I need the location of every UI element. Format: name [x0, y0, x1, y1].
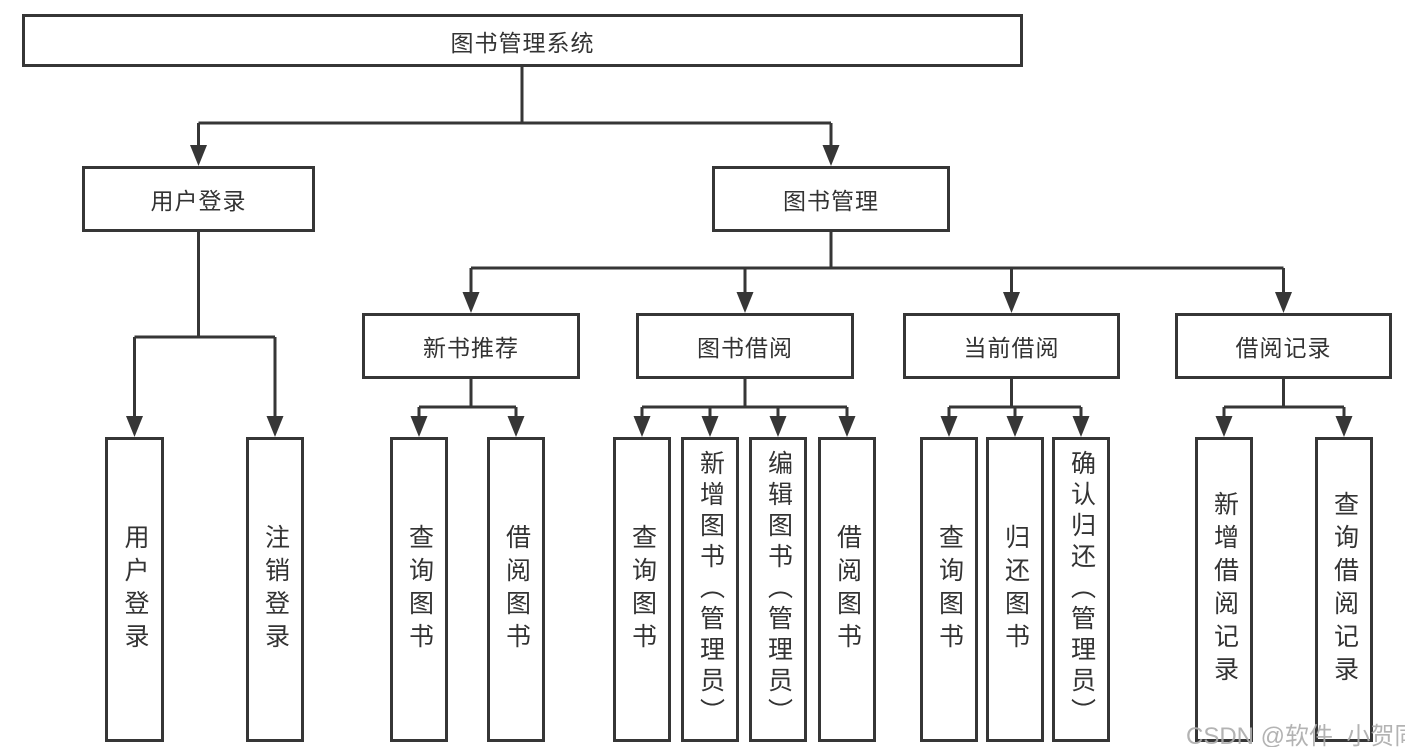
node-leaf-nbr-query-books: 查询图书 [390, 437, 448, 742]
arrowhead [1072, 416, 1090, 437]
arrowhead [507, 416, 525, 437]
node-user-login: 用户登录 [82, 166, 315, 232]
node-current-borrowing: 当前借阅 [903, 313, 1120, 379]
connector-current-borrow-to-leaves [947, 379, 1083, 418]
node-leaf-logout: 注销登录 [246, 437, 304, 742]
arrowhead [462, 292, 480, 313]
node-leaf-cb-return-books: 归还图书 [986, 437, 1044, 742]
node-leaf-bb-borrow-books: 借阅图书 [818, 437, 876, 742]
node-borrowing-records: 借阅记录 [1175, 313, 1392, 379]
node-leaf-bb-query-books: 查询图书 [613, 437, 671, 742]
arrowhead [822, 145, 840, 166]
node-leaf-nbr-borrow-books: 借阅图书 [487, 437, 545, 742]
node-book-borrowing: 图书借阅 [636, 313, 854, 379]
connector-user-login-to-leaves [133, 232, 277, 418]
node-leaf-br-query-record: 查询借阅记录 [1315, 437, 1373, 742]
watermark: CSDN @软件_小贺同学 [1186, 723, 1405, 747]
arrowhead [126, 416, 143, 437]
node-leaf-br-add-record: 新增借阅记录 [1195, 437, 1253, 742]
node-book-management: 图书管理 [712, 166, 950, 232]
connector-root-to-level2 [197, 67, 833, 147]
arrowhead [736, 292, 754, 313]
arrowhead [838, 416, 856, 437]
arrowhead [190, 145, 207, 166]
arrowhead [633, 416, 651, 437]
node-new-book-recommendation: 新书推荐 [362, 313, 580, 379]
node-leaf-bb-add-books-admin: 新增图书（管理员） [681, 437, 739, 742]
connector-new-book-to-leaves [417, 379, 518, 418]
connector-borrow-records-to-leaves [1222, 379, 1346, 418]
connector-book-mgmt-to-level3 [469, 232, 1285, 294]
arrowhead [1006, 416, 1024, 437]
arrowhead [769, 416, 787, 437]
node-library-management-system: 图书管理系统 [22, 14, 1023, 67]
connector-book-borrow-to-leaves [640, 379, 849, 418]
node-leaf-bb-edit-books-admin: 编辑图书（管理员） [749, 437, 807, 742]
arrowhead [410, 416, 428, 437]
arrowhead [1003, 292, 1020, 313]
arrowhead [266, 416, 284, 437]
arrowhead [701, 416, 719, 437]
arrowhead [940, 416, 958, 437]
node-leaf-cb-query-books: 查询图书 [920, 437, 978, 742]
arrowhead [1275, 292, 1292, 313]
node-leaf-user-login: 用户登录 [105, 437, 164, 742]
arrowhead [1215, 416, 1233, 437]
node-leaf-cb-confirm-return-admin: 确认归还（管理员） [1052, 437, 1110, 742]
arrowhead [1335, 416, 1353, 437]
